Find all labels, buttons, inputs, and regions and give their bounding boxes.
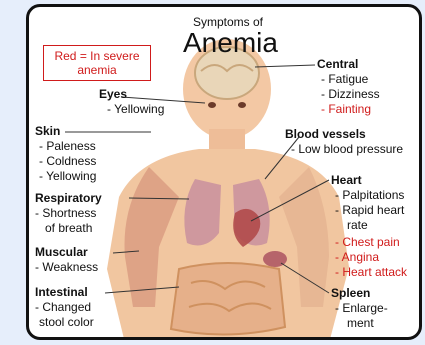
blood-vessels-item: - Low blood pressure: [291, 142, 403, 156]
intestines-shape: [171, 263, 285, 335]
legend-line2: anemia: [44, 63, 150, 77]
spleen-item: ment: [347, 316, 374, 330]
heart-severe-item: - Chest pain: [335, 235, 400, 249]
page-title: Anemia: [183, 29, 278, 57]
central-item: - Fatigue: [321, 72, 368, 86]
intestinal-item: stool color: [39, 315, 94, 329]
skin-item: - Yellowing: [39, 169, 96, 183]
muscular-item: - Weakness: [35, 260, 98, 274]
spleen-item: - Enlarge-: [335, 301, 388, 315]
eyes-item: - Yellowing: [107, 102, 164, 116]
central-severe-item: - Fainting: [321, 102, 371, 116]
eye-shape: [208, 102, 216, 108]
severity-legend: Red = In severe anemia: [43, 45, 151, 81]
intestinal-heading: Intestinal: [35, 285, 88, 299]
heart-item: - Rapid heart: [335, 203, 404, 217]
heart-severe-item: - Heart attack: [335, 265, 407, 279]
heart-item: rate: [347, 218, 368, 232]
respiratory-item: of breath: [45, 221, 92, 235]
skin-item: - Paleness: [39, 139, 96, 153]
spleen-heading: Spleen: [331, 286, 370, 300]
heart-heading: Heart: [331, 173, 362, 187]
respiratory-heading: Respiratory: [35, 191, 102, 205]
heart-severe-item: - Angina: [335, 250, 379, 264]
muscular-heading: Muscular: [35, 245, 88, 259]
central-item: - Dizziness: [321, 87, 380, 101]
eyes-heading: Eyes: [99, 87, 127, 101]
skin-item: - Coldness: [39, 154, 96, 168]
blood-vessels-heading: Blood vessels: [285, 127, 366, 141]
intestinal-item: - Changed: [35, 300, 91, 314]
central-heading: Central: [317, 57, 358, 71]
diagram-frame: Symptoms of Anemia Red = In severe anemi…: [26, 4, 422, 340]
skin-heading: Skin: [35, 124, 60, 138]
eye-shape: [238, 102, 246, 108]
legend-line1: Red = In severe: [44, 49, 150, 63]
heart-item: - Palpitations: [335, 188, 404, 202]
respiratory-item: - Shortness: [35, 206, 96, 220]
